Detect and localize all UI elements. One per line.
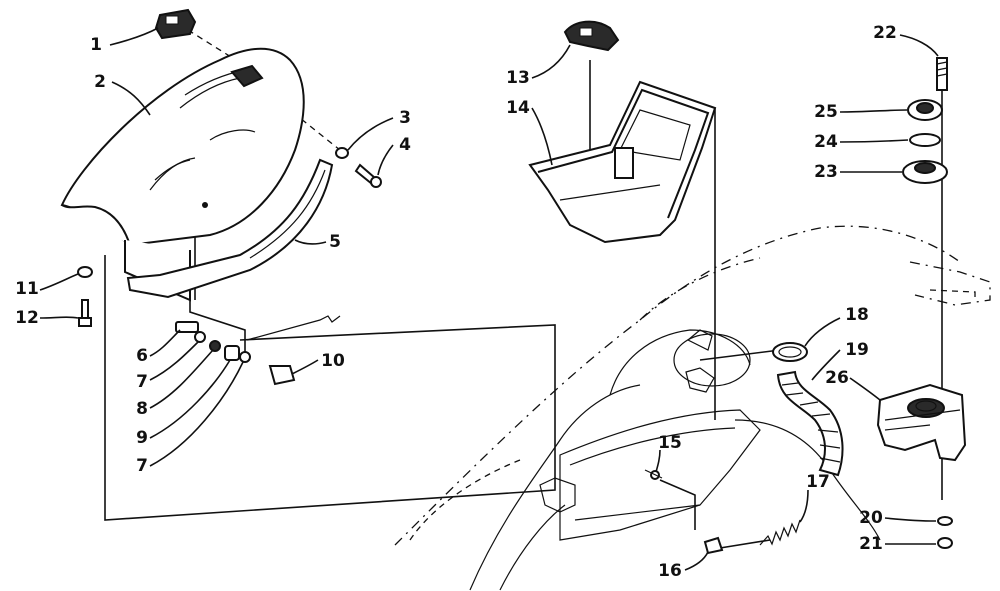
callout-15: 15 <box>658 433 682 453</box>
callout-18: 18 <box>845 305 869 325</box>
callout-1: 1 <box>90 35 102 55</box>
callout-21: 21 <box>859 534 883 554</box>
callout-10: 10 <box>321 351 345 371</box>
callout-5: 5 <box>329 232 341 252</box>
callout-14: 14 <box>506 98 530 118</box>
spring-17 <box>759 519 801 546</box>
callout-13: 13 <box>506 68 530 88</box>
callout-3: 3 <box>399 108 411 128</box>
bracket-16 <box>703 536 724 555</box>
seat-latch-part <box>154 8 197 40</box>
hose-19 <box>776 370 844 477</box>
callout-26: 26 <box>825 368 849 388</box>
callout-19: 19 <box>845 340 869 360</box>
air-box-26 <box>876 383 967 462</box>
callout-16: 16 <box>658 561 682 581</box>
callout-9: 9 <box>136 428 148 448</box>
callout-12: 12 <box>15 308 39 328</box>
bolt-22 <box>936 57 948 91</box>
hardware-6-10 <box>175 315 341 386</box>
callout-7b: 7 <box>136 456 148 476</box>
seat-strap-part <box>126 158 334 299</box>
callout-6: 6 <box>136 346 148 366</box>
callout-24: 24 <box>814 132 838 152</box>
callout-7a: 7 <box>136 372 148 392</box>
washer-bolt-3-4 <box>335 147 382 188</box>
callout-8: 8 <box>136 399 148 419</box>
callout-11: 11 <box>15 279 39 299</box>
hardware-20-21 <box>937 516 953 549</box>
hardware-11-12 <box>77 266 93 327</box>
fastener-15 <box>644 469 663 480</box>
callout-2: 2 <box>94 72 106 92</box>
callout-labels: 1 2 3 4 5 6 7 8 9 7 10 11 12 13 14 15 16… <box>15 23 897 581</box>
callout-4: 4 <box>399 135 411 155</box>
callout-leaders <box>39 27 939 571</box>
chassis-outline <box>394 225 991 591</box>
callout-22: 22 <box>873 23 897 43</box>
storage-box-part <box>528 80 717 244</box>
storage-latch-part <box>563 20 620 52</box>
callout-23: 23 <box>814 162 838 182</box>
cap-parts-23-25 <box>902 99 948 184</box>
callout-17: 17 <box>806 472 830 492</box>
callout-25: 25 <box>814 102 838 122</box>
callout-20: 20 <box>859 508 883 528</box>
clamp-18 <box>772 342 808 362</box>
